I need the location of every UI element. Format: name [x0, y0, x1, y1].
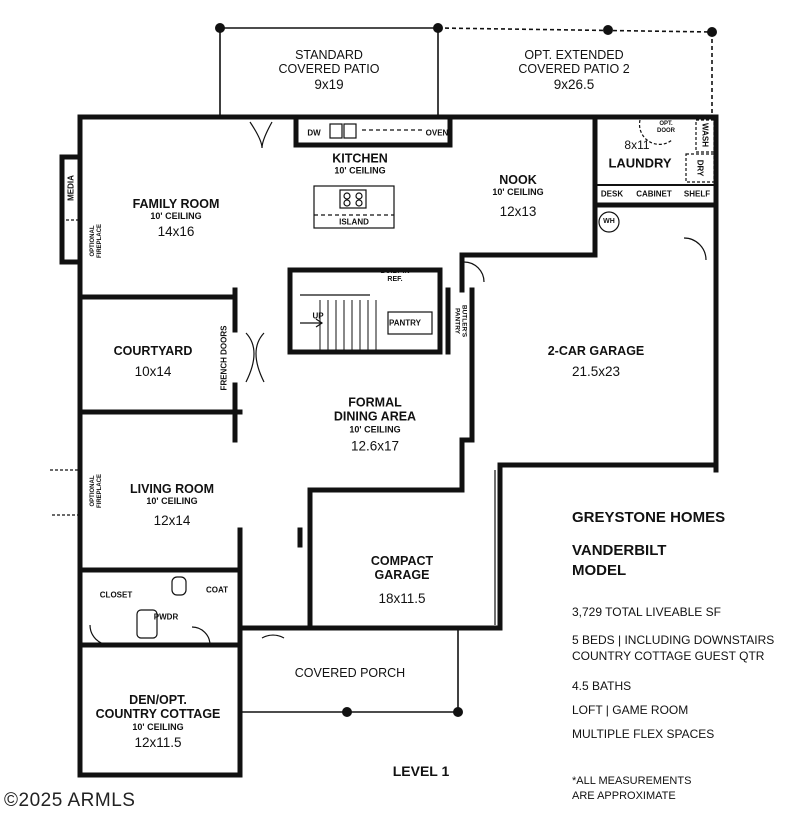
extended-patio-size: 9x26.5	[553, 76, 595, 92]
two-car-garage-name: 2-CAR GARAGE	[547, 344, 645, 359]
baths-info: 4.5 BATHS	[572, 679, 632, 693]
oven-label: OVEN	[425, 128, 449, 138]
beds-line-2: COUNTRY COTTAGE GUEST QTR	[572, 649, 765, 664]
note-line-1: *ALL MEASUREMENTS	[572, 775, 692, 787]
den-size: 12x11.5	[134, 735, 182, 751]
standard-patio-name: STANDARD	[295, 47, 363, 62]
standard-patio-size: 9x19	[314, 76, 344, 92]
family-fireplace-label: OPTIONAL FIREPLACE	[90, 224, 103, 259]
french-doors-label: FRENCH DOORS	[219, 325, 229, 391]
family-room-label: FAMILY ROOM 10' CEILING 14x16	[133, 197, 220, 239]
standard-patio-name-2: COVERED PATIO	[278, 62, 380, 77]
cabinet-label: CABINET	[636, 189, 672, 199]
courtyard-name: COURTYARD	[113, 344, 193, 359]
note-line-2: ARE APPROXIMATE	[572, 790, 676, 803]
compact-garage-name: COMPACT	[370, 553, 434, 568]
flex-info: MULTIPLE FLEX SPACES	[572, 727, 715, 741]
living-fireplace-label: OPTIONAL FIREPLACE	[90, 474, 103, 509]
butlers-pantry-label: BUTLER'S PANTRY	[453, 304, 468, 338]
dining-name-2: DINING AREA	[333, 410, 417, 425]
dishwasher-label: DW	[307, 128, 321, 138]
stairs-up-label: UP	[312, 311, 324, 321]
den-name: DEN/OPT.	[129, 693, 187, 708]
compact-garage-name-2: GARAGE	[374, 568, 430, 583]
ref-text: REF.	[387, 276, 403, 283]
built-in-ref-label: BUILT-IN REF.	[380, 268, 409, 284]
media-label: MEDIA	[66, 175, 76, 201]
laundry-size: 8x11	[624, 138, 650, 153]
kitchen-name: KITCHEN	[332, 151, 388, 166]
living-room-name: LIVING ROOM	[129, 481, 215, 496]
kitchen-ceiling: 10' CEILING	[334, 166, 386, 177]
watermark: ©2025 ARMLS	[4, 790, 136, 811]
powder-label: PWDR	[153, 612, 179, 622]
nook-name: NOOK	[499, 172, 537, 187]
nook-ceiling: 10' CEILING	[492, 187, 544, 198]
model-line-2: MODEL	[572, 562, 627, 580]
model-line-1: VANDERBILT	[572, 542, 667, 559]
family-room-name: FAMILY ROOM	[132, 196, 220, 211]
total-sf: 3,729 TOTAL LIVEABLE SF	[572, 605, 721, 619]
coat-label: COAT	[205, 585, 229, 595]
dining-ceiling: 10' CEILING	[349, 424, 401, 435]
living-room-label: LIVING ROOM 10' CEILING 12x14	[130, 482, 214, 528]
compact-garage-size: 18x11.5	[378, 590, 426, 606]
opt-door-label: OPT. DOOR	[657, 121, 675, 134]
den-ceiling: 10' CEILING	[132, 721, 184, 732]
measurement-note: *ALL MEASUREMENTS ARE APPROXIMATE	[572, 774, 691, 805]
den-label: DEN/OPT. COUNTRY COTTAGE 10' CEILING 12x…	[96, 693, 221, 751]
beds-info: 5 BEDS | INCLUDING DOWNSTAIRS COUNTRY CO…	[572, 632, 774, 664]
family-room-size: 14x16	[157, 223, 195, 239]
den-name-2: COUNTRY COTTAGE	[95, 707, 221, 722]
nook-size: 12x13	[499, 203, 537, 219]
two-car-garage-size: 21.5x23	[571, 364, 621, 380]
covered-porch-name: COVERED PORCH	[294, 665, 406, 680]
standard-patio-label: STANDARD COVERED PATIO 9x19	[279, 48, 380, 92]
courtyard-label: COURTYARD 10x14	[114, 344, 193, 380]
shelf-label: SHELF	[683, 189, 711, 199]
nook-label: NOOK 10' CEILING 12x13	[492, 173, 543, 219]
kitchen-label: KITCHEN 10' CEILING	[332, 152, 388, 177]
pantry-label: PANTRY	[389, 318, 421, 328]
family-room-ceiling: 10' CEILING	[150, 211, 202, 222]
laundry-name: LAUNDRY	[608, 155, 672, 171]
dining-size: 12.6x17	[350, 438, 400, 454]
extended-patio-name: OPT. EXTENDED	[524, 47, 624, 62]
model-name: VANDERBILT MODEL	[572, 541, 666, 582]
compact-garage-label: COMPACT GARAGE 18x11.5	[371, 554, 433, 606]
living-room-ceiling: 10' CEILING	[146, 496, 198, 507]
built-in-text: BUILT-IN	[380, 267, 410, 275]
two-car-garage-label: 2-CAR GARAGE 21.5x23	[548, 344, 645, 380]
water-heater-label: WH	[603, 217, 615, 225]
level-label: LEVEL 1	[392, 762, 450, 779]
dryer-label: DRY	[695, 159, 705, 177]
brand-name: GREYSTONE HOMES	[572, 509, 726, 526]
closet-label: CLOSET	[99, 590, 133, 600]
courtyard-size: 10x14	[134, 364, 172, 380]
dining-name: FORMAL	[348, 395, 402, 410]
dining-label: FORMAL DINING AREA 10' CEILING 12.6x17	[334, 396, 416, 455]
extended-patio-label: OPT. EXTENDED COVERED PATIO 2 9x26.5	[518, 48, 629, 92]
desk-label: DESK	[600, 189, 624, 199]
extended-patio-name-2: COVERED PATIO 2	[518, 62, 630, 77]
beds-line-1: 5 BEDS | INCLUDING DOWNSTAIRS	[572, 633, 775, 647]
washer-label: WASH	[700, 123, 710, 147]
island-label: ISLAND	[339, 217, 369, 227]
loft-info: LOFT | GAME ROOM	[572, 703, 689, 717]
living-room-size: 12x14	[153, 512, 191, 528]
